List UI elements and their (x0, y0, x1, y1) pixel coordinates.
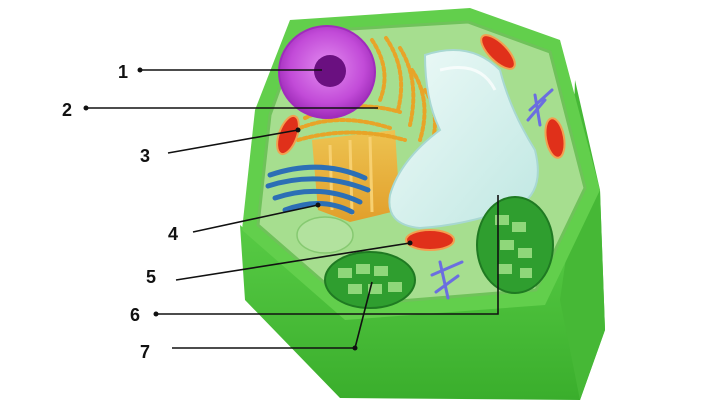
leader-line-3 (167, 129, 299, 154)
leader-line-5 (175, 242, 411, 281)
smooth-er-strand (265, 176, 371, 193)
label-6: 6 (130, 305, 140, 325)
nucleolus (314, 55, 346, 87)
leader-endpoint-1 (137, 67, 143, 73)
leader-endpoint-5 (407, 240, 413, 246)
rough-er-strand (370, 38, 387, 102)
vacuole-highlight (439, 66, 497, 91)
label-1: 1 (118, 62, 128, 82)
mitochondrion (480, 34, 516, 70)
leader-endpoint-2 (83, 105, 89, 111)
leader-endpoint-6 (153, 311, 159, 317)
microtubule (526, 88, 554, 127)
chloroplast (324, 251, 416, 309)
leader-line-4 (192, 204, 319, 233)
golgi-stripe (368, 136, 374, 213)
label-5: 5 (146, 267, 156, 287)
smooth-er (265, 164, 371, 215)
number-labels: 1 2 3 4 5 6 7 (62, 62, 178, 362)
chloroplast (476, 196, 554, 294)
golgi-stripe (348, 139, 354, 216)
label-4: 4 (168, 224, 178, 244)
label-7: 7 (140, 342, 150, 362)
rough-er-strand (398, 46, 416, 127)
cell-wall-side-face (560, 80, 605, 400)
smooth-er-strand (282, 200, 355, 215)
rough-er-strand (298, 118, 392, 130)
leader-endpoint-4 (315, 202, 321, 208)
leader-endpoint-3 (295, 127, 301, 133)
nucleus (278, 25, 376, 119)
vesicle-outline (296, 216, 354, 254)
vacuole (388, 49, 539, 230)
label-3: 3 (140, 146, 150, 166)
smooth-er-strand (272, 188, 363, 205)
mitochondrion (405, 229, 455, 251)
rough-er-strand (410, 68, 427, 142)
leader-lines (83, 67, 499, 351)
golgi-stripe (328, 144, 334, 211)
vacuole-body (388, 49, 539, 230)
mitochondrion (276, 114, 300, 156)
rough-er-strand (296, 130, 407, 142)
microtubule (430, 260, 464, 300)
label-2: 2 (62, 100, 72, 120)
smooth-er-strand (267, 164, 368, 181)
leader-line-6 (156, 195, 499, 315)
rough-er-strand (384, 36, 404, 112)
thylakoid-stacks (338, 215, 532, 294)
leader-endpoint-7 (352, 345, 358, 351)
mitochondrion (544, 117, 566, 159)
chloroplasts (324, 196, 554, 309)
mitochondria (276, 34, 566, 251)
cytoskeleton (430, 88, 554, 300)
